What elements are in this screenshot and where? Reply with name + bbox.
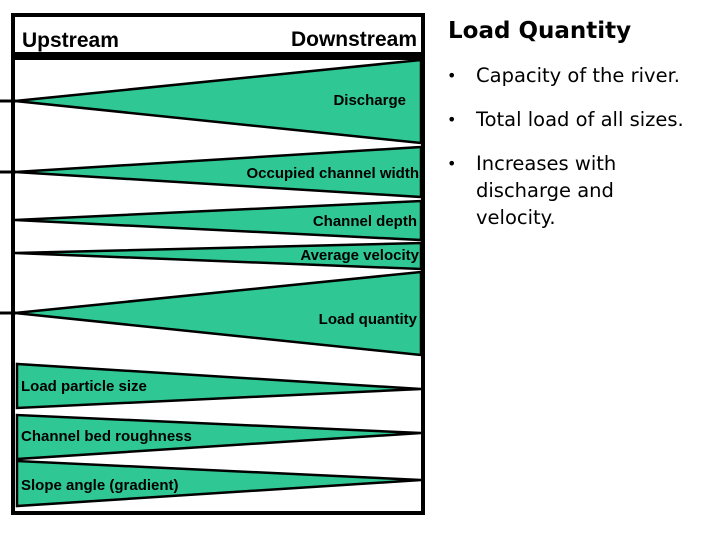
upstream-label: Upstream [22, 29, 119, 52]
wedge-load-quantity [14, 270, 423, 357]
wedge-label-load-particle-size: Load particle size [21, 378, 147, 395]
header-box [11, 13, 425, 56]
bullet-total-load: • Total load of all sizes. [444, 106, 720, 133]
bullet-capacity: • Capacity of the river. [444, 62, 720, 89]
wedge-label-occupied-channel-width: Occupied channel width [246, 165, 419, 182]
wedge-occupied-channel-width [14, 145, 423, 199]
river-diagram: Upstream Downstream Discharge Occupied c… [0, 13, 425, 515]
wedge-slope-angle [15, 459, 422, 508]
wedge-label-channel-depth: Channel depth [313, 213, 417, 230]
wedge-load-particle-size [15, 362, 422, 410]
load-quantity-panel: Load Quantity • Capacity of the river. •… [444, 16, 720, 248]
wedge-label-slope-angle: Slope angle (gradient) [21, 477, 179, 494]
bullet-text: Capacity of the river. [476, 64, 681, 87]
wedge-label-channel-bed-roughness: Channel bed roughness [21, 428, 192, 445]
bullet-text: Total load of all sizes. [476, 108, 684, 131]
wedge-average-velocity [14, 241, 423, 271]
wedge-label-discharge: Discharge [333, 92, 406, 109]
wedge-channel-depth [14, 199, 423, 242]
bullet-line: velocity. [476, 206, 556, 229]
bullet-dot: • [447, 66, 457, 85]
wedge-discharge [14, 58, 423, 145]
bullet-text: Increases with discharge and velocity. [476, 150, 616, 231]
bullet-increases: • Increases with discharge and velocity. [444, 150, 720, 231]
panel-title: Load Quantity [448, 18, 632, 44]
bullet-line: Increases with [476, 152, 617, 175]
downstream-label: Downstream [291, 28, 417, 51]
bullet-dot: • [447, 154, 457, 173]
wedge-label-load-quantity: Load quantity [319, 311, 418, 328]
wedge-channel-bed-roughness [15, 413, 422, 461]
bullet-line: discharge and [476, 179, 614, 202]
bullet-dot: • [447, 110, 457, 129]
wedge-label-average-velocity: Average velocity [300, 247, 419, 264]
